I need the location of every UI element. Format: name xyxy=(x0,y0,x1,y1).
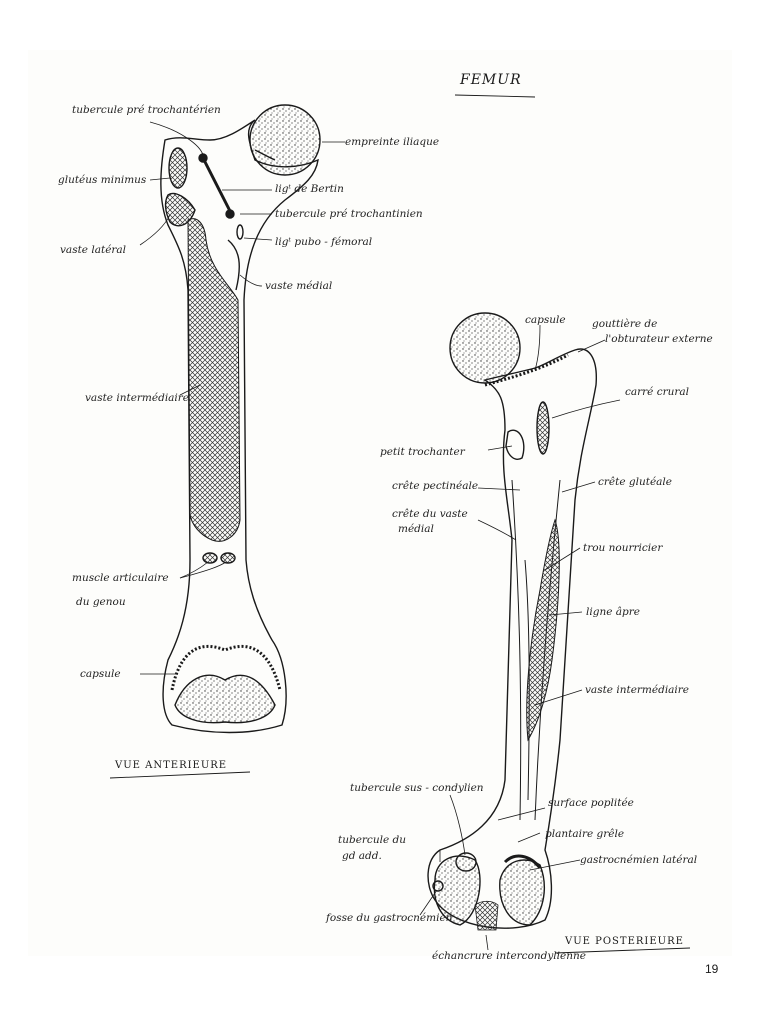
gastrocnemien-medial-insertion xyxy=(455,852,477,872)
label-empreinte-iliaque: empreinte iliaque xyxy=(345,136,440,148)
label-echancrure-intercondylienne: échancrure intercondylienne xyxy=(432,950,586,962)
vaste-intermediaire-area xyxy=(187,218,241,542)
anterior-patellar-surface xyxy=(174,674,276,724)
label-posterior-vaste-intermediaire: vaste intermédiaire xyxy=(585,684,690,696)
label-du-genou: du genou xyxy=(76,596,126,608)
vaste-lateral-insertion xyxy=(164,192,196,227)
posterior-view-underline xyxy=(554,947,691,954)
gluteus-minimus-insertion xyxy=(168,147,188,189)
diagram-title: FEMUR xyxy=(460,72,522,88)
label-crete-vaste-1: crête du vaste xyxy=(392,508,468,520)
posterior-capsule-line xyxy=(484,353,569,387)
carre-crural-insertion xyxy=(536,401,550,455)
label-vaste-medial: vaste médial xyxy=(265,280,333,292)
label-tubercule-pre-trochanterien: tubercule pré trochantérien xyxy=(72,104,221,116)
label-tubercule-sus-condylien: tubercule sus - condylien xyxy=(350,782,484,794)
paper-sheet xyxy=(28,50,732,956)
label-fosse-gastrocnemien: fosse du gastrocnémien xyxy=(326,912,453,924)
label-tubercule-gd-add-2: gd add. xyxy=(342,850,382,862)
anterior-view-label: VUE ANTERIEURE xyxy=(115,760,228,771)
label-plantaire-grele: plantaire grêle xyxy=(545,828,625,840)
anterior-femoral-head xyxy=(249,104,321,176)
label-crete-vaste-2: médial xyxy=(398,523,434,535)
posterior-vaste-intermediaire xyxy=(526,518,560,742)
label-carre-crural: carré crural xyxy=(625,386,690,398)
label-tubercule-gd-add-1: tubercule du xyxy=(338,834,406,846)
anterior-femur xyxy=(160,104,321,734)
label-anterior-capsule: capsule xyxy=(80,668,121,680)
anterior-capsule-line xyxy=(170,644,282,691)
intercondylar-notch xyxy=(474,900,499,931)
page-number: 19 xyxy=(705,962,719,976)
label-gouttiere-1: gouttière de xyxy=(592,318,658,330)
title-underline xyxy=(454,94,536,98)
label-gluteus-minimus: glutéus minimus xyxy=(58,174,147,186)
posterior-outline xyxy=(427,348,597,929)
petit-trochanter xyxy=(505,429,525,460)
label-gouttiere-2: l'obturateur externe xyxy=(605,333,713,345)
label-posterior-capsule: capsule xyxy=(525,314,566,326)
label-tubercule-pre-trochantinien: tubercule pré trochantinien xyxy=(275,208,423,220)
label-petit-trochanter: petit trochanter xyxy=(380,446,465,458)
anterior-leader-lines xyxy=(139,121,345,675)
label-vaste-intermediaire: vaste intermédiaire xyxy=(85,392,190,404)
label-trou-nourricier: trou nourricier xyxy=(583,542,663,554)
label-vaste-lateral: vaste latéral xyxy=(60,244,127,256)
posterior-leader-lines xyxy=(419,324,621,951)
anterior-view-underline xyxy=(109,771,251,779)
muscle-articulaire-1 xyxy=(202,552,218,564)
label-ligne-apre: ligne âpre xyxy=(586,606,640,618)
posterior-femur xyxy=(427,312,597,931)
posterior-lateral-condyle xyxy=(499,859,545,926)
label-crete-gluteale: crête glutéale xyxy=(598,476,672,488)
label-lig-pubo-femoral: ligᵗ pubo - fémoral xyxy=(275,236,373,248)
muscle-articulaire-2 xyxy=(220,552,236,564)
label-lig-bertin: ligᵗ de Bertin xyxy=(275,183,344,195)
anterior-outline xyxy=(160,119,319,734)
posterior-view-label: VUE POSTERIEURE xyxy=(565,936,684,947)
ligament-bertin xyxy=(201,157,234,216)
posterior-medial-condyle xyxy=(433,855,481,926)
label-surface-poplitee: surface poplitée xyxy=(548,797,634,809)
posterior-femoral-head xyxy=(449,312,521,384)
label-muscle-articulaire: muscle articulaire xyxy=(72,572,169,584)
label-crete-pectineale: crête pectinéale xyxy=(392,480,479,492)
label-gastrocnemien-lateral: gastrocnémien latéral xyxy=(580,854,698,866)
